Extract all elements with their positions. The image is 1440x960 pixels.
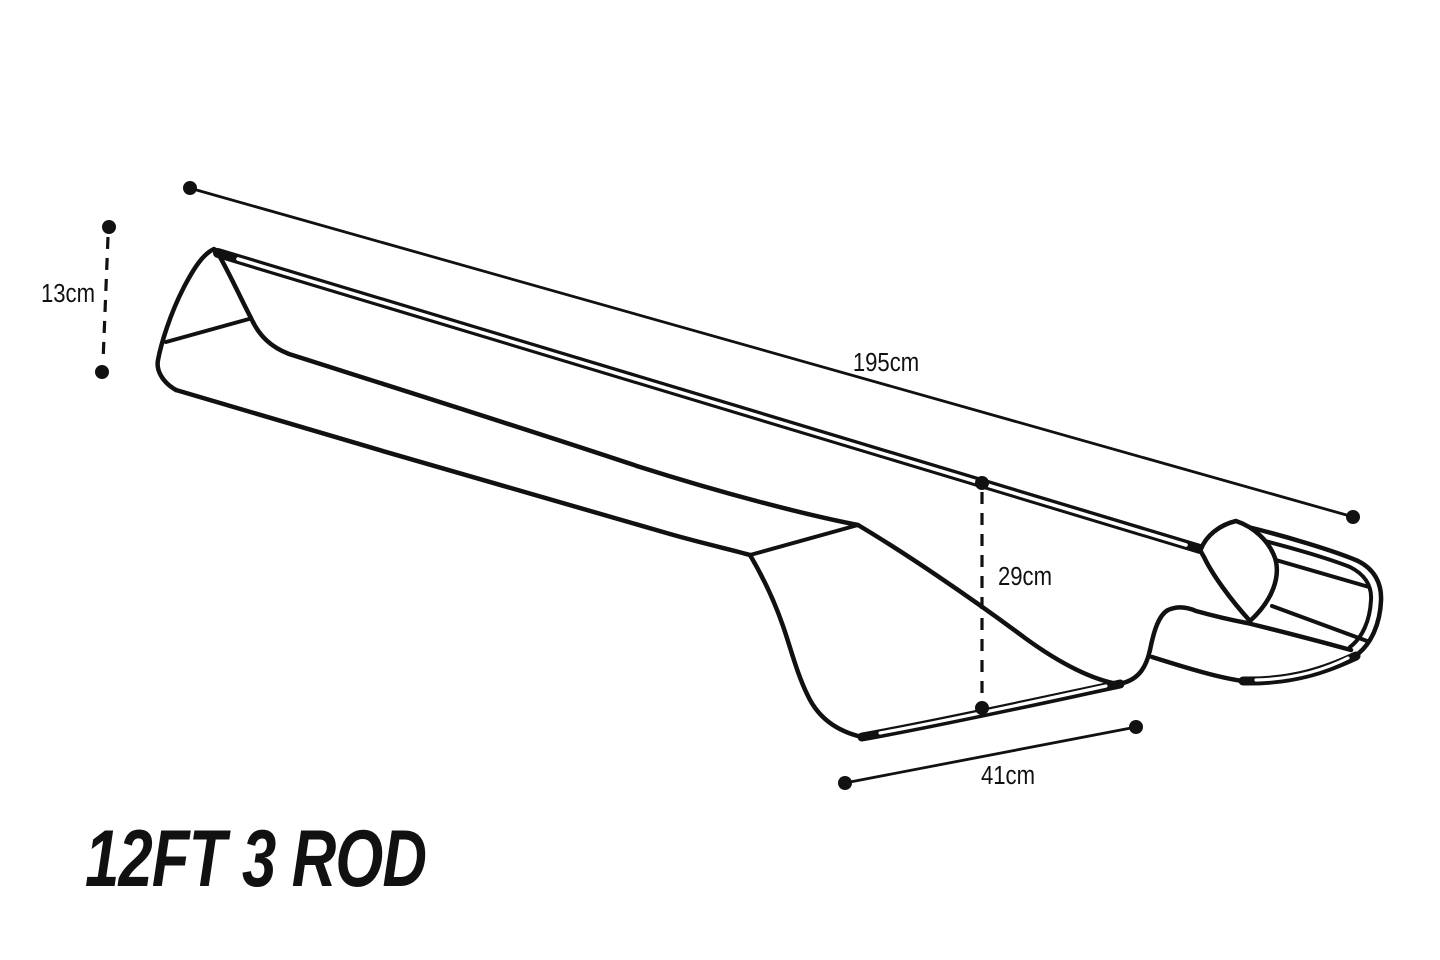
right-bottom-seam-double-line xyxy=(1238,651,1361,686)
bottom-seam-gap xyxy=(878,684,1108,735)
height-dimension-line xyxy=(101,236,110,363)
diagram-title: 12FT 3 ROD xyxy=(85,814,426,904)
dimension-height: 13cm xyxy=(41,220,116,379)
length-endpoint-dot-right xyxy=(1346,510,1360,524)
left-cap-left-edge xyxy=(155,246,217,393)
depth-dimension-label: 29cm xyxy=(998,562,1052,591)
width-endpoint-dot-left xyxy=(838,776,852,790)
dimension-depth: 29cm xyxy=(975,476,1052,715)
diagram-title-group: 12FT 3 ROD xyxy=(85,814,427,904)
height-dimension-label: 13cm xyxy=(41,279,95,308)
right-cap-outer-edge xyxy=(1245,524,1384,656)
right-cap-inner-edge xyxy=(1251,536,1374,649)
dimension-width: 41cm xyxy=(838,720,1143,790)
length-dimension-line xyxy=(192,187,1351,518)
depth-endpoint-dot-bottom xyxy=(975,701,989,715)
right-bottom-seam-gap xyxy=(1254,656,1350,682)
width-endpoint-dot-right xyxy=(1129,720,1143,734)
product-outline xyxy=(155,246,1384,742)
width-dimension-label: 41cm xyxy=(981,761,1035,790)
height-endpoint-dot-bottom xyxy=(95,365,109,379)
length-dimension-label: 195cm xyxy=(853,348,919,377)
dimension-length: 195cm xyxy=(183,181,1360,524)
middle-s-curve xyxy=(747,552,865,740)
depth-endpoint-dot-top xyxy=(975,476,989,490)
middle-facet-edge xyxy=(748,523,860,557)
left-cap-right-edge-and-top-front-edge xyxy=(213,247,861,528)
right-bottom-edge xyxy=(1149,654,1246,684)
height-endpoint-dot-top xyxy=(102,220,116,234)
bottom-front-edge xyxy=(173,387,753,558)
length-endpoint-dot-left xyxy=(183,181,197,195)
right-cap-lower-crease xyxy=(1270,604,1369,643)
rod-butt-flap xyxy=(1198,518,1280,624)
left-cap-inner-edge xyxy=(164,317,251,344)
width-dimension-line xyxy=(849,726,1132,784)
right-cap-upper-crease xyxy=(1260,554,1371,589)
top-ridge-gap xyxy=(236,257,1188,547)
sweep-hump-edge xyxy=(855,522,1354,687)
